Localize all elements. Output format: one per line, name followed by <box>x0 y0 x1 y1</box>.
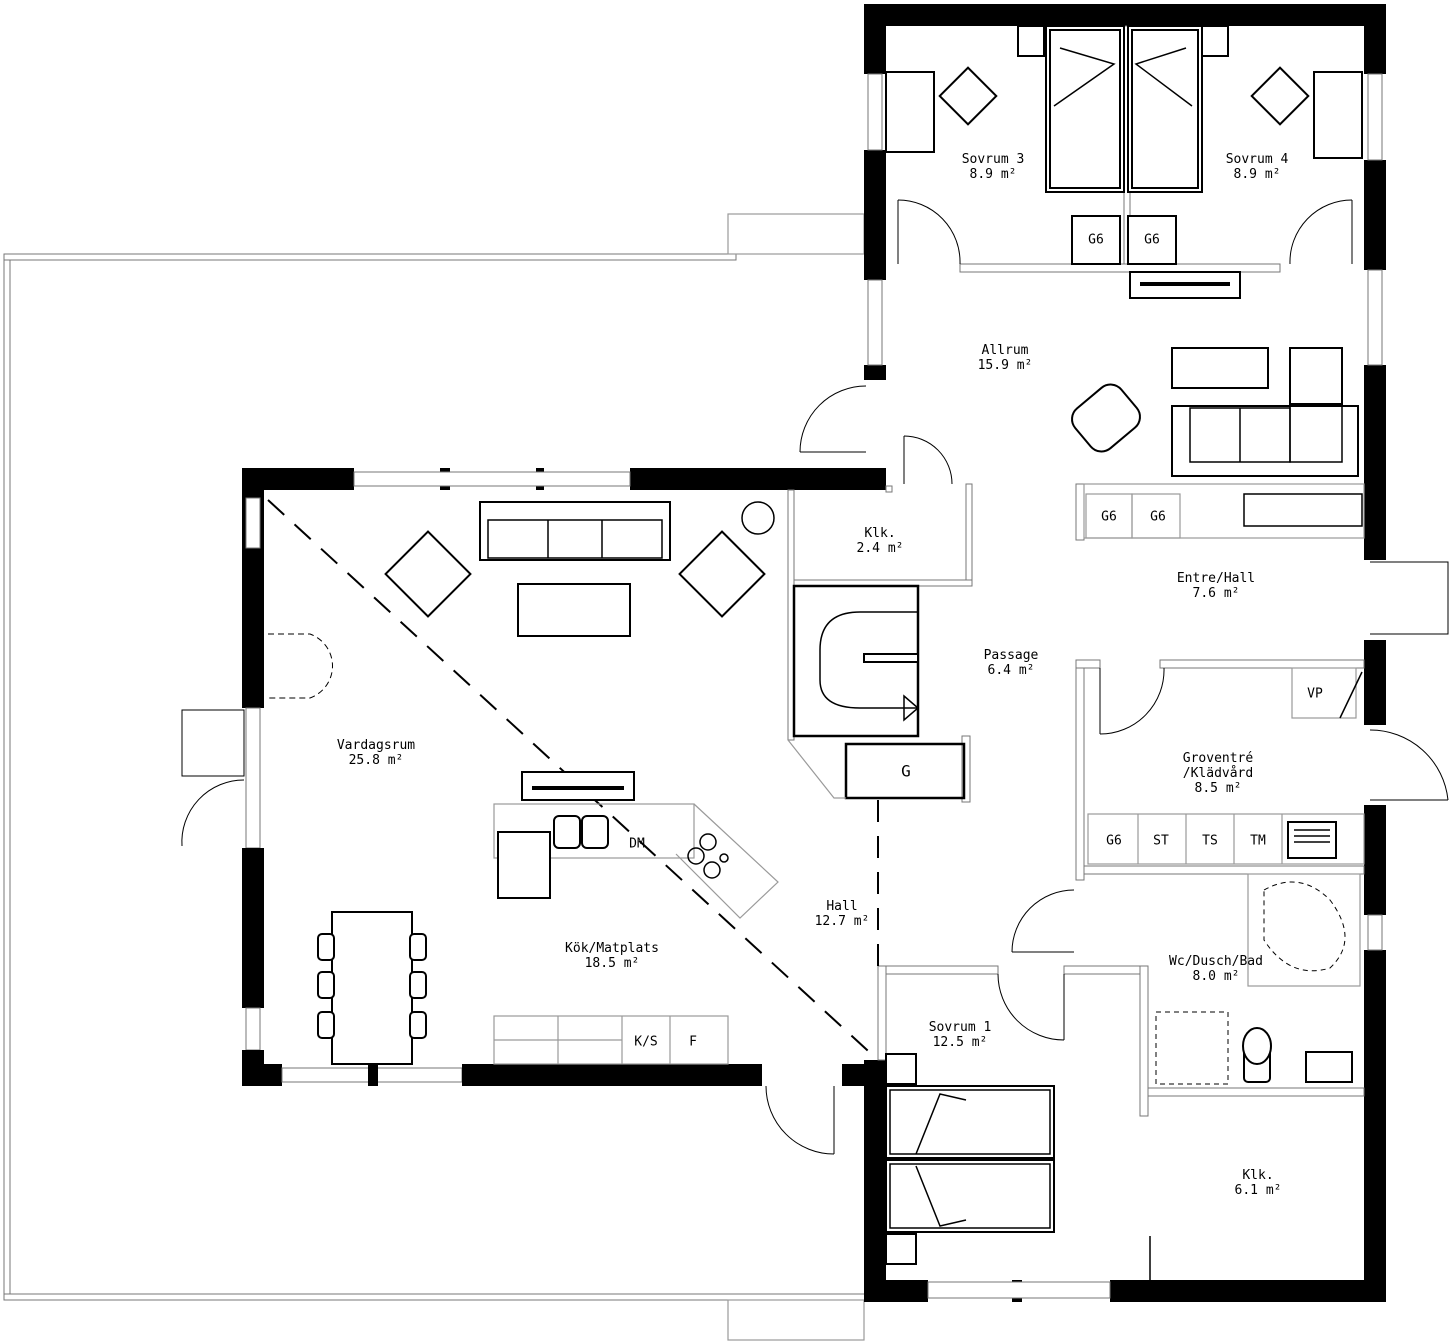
fixture-tag-vp: VP <box>1307 686 1323 702</box>
fixture-tag-f: F <box>689 1034 697 1050</box>
bedroom-furniture <box>885 25 1363 299</box>
living-furniture <box>268 501 775 699</box>
exterior-walls <box>242 4 1386 1302</box>
allrum-furniture <box>1071 347 1365 539</box>
fixture-tag-tm: TM <box>1250 833 1266 849</box>
room-label-klk-large: Klk.6.1 m² <box>1234 1168 1282 1198</box>
sovrum1-furniture <box>885 1053 1055 1265</box>
fixture-tag-dm: DM <box>629 836 645 852</box>
fixture-tag-g6: G6 <box>1144 232 1160 248</box>
terrace-outline <box>3 213 867 1341</box>
fixture-tag-g6: G6 <box>1101 509 1117 525</box>
fixture-tag-ts: TS <box>1202 833 1218 849</box>
fixture-tag-ks: K/S <box>634 1034 658 1050</box>
fixture-tag-st: ST <box>1153 833 1169 849</box>
fixture-tag-g: G <box>901 761 911 781</box>
bathroom-fixtures <box>1155 873 1361 1085</box>
kitchen-fixtures <box>317 771 779 1065</box>
fixture-tag-g6: G6 <box>1106 833 1122 849</box>
doors <box>181 199 1449 1155</box>
fixture-tag-g6: G6 <box>1088 232 1104 248</box>
fixture-tag-g6: G6 <box>1150 509 1166 525</box>
room-label-klk-small: Klk.2.4 m² <box>856 526 904 556</box>
hall-fixtures <box>787 584 966 800</box>
laundry-fixtures <box>1087 667 1365 865</box>
